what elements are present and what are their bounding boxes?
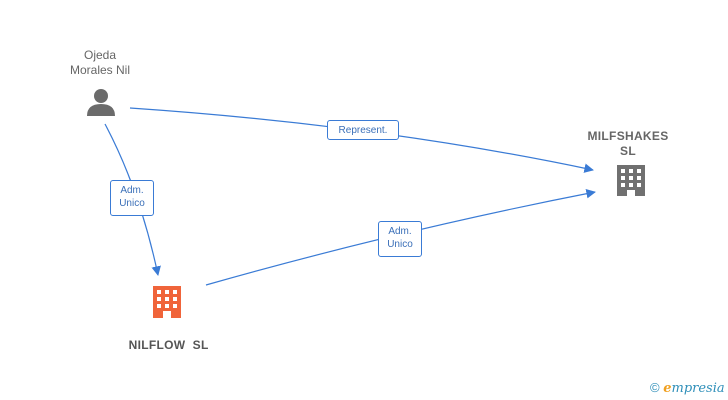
edge-label-represent: Represent. (327, 120, 399, 140)
edge-label-line1: Adm. (388, 226, 412, 237)
edge-label-line2: Unico (387, 239, 413, 250)
empresia-logo: © empresia (650, 380, 725, 396)
milfshakes-name-line1: MILFSHAKES (587, 129, 669, 143)
milfshakes-name-line2: SL (620, 144, 636, 158)
nilflow-name: NILFLOW SL (128, 338, 209, 352)
nilflow-node-label[interactable]: NILFLOW SL (110, 323, 220, 353)
copyright-symbol: © (650, 380, 660, 395)
building-icon[interactable] (617, 165, 645, 196)
edge-label-adm-unico-nilflow: Adm. Unico (378, 221, 422, 257)
edge-label-adm-unico-person: Adm. Unico (110, 180, 154, 216)
brand-name: mpresia (671, 381, 725, 396)
person-name-line2: Morales Nil (69, 63, 130, 77)
brand-initial: e (663, 381, 672, 396)
person-node-label[interactable]: Ojeda Morales Nil (52, 48, 148, 78)
person-name-line1: Ojeda (83, 48, 117, 62)
milfshakes-node-label[interactable]: MILFSHAKES SL (578, 129, 678, 159)
edge-label-represent-text: Represent. (338, 125, 388, 136)
edge-label-line2: Unico (119, 198, 145, 209)
edge-label-line1: Adm. (120, 185, 144, 196)
building-icon-focus[interactable] (153, 286, 181, 318)
person-icon[interactable] (87, 89, 115, 116)
